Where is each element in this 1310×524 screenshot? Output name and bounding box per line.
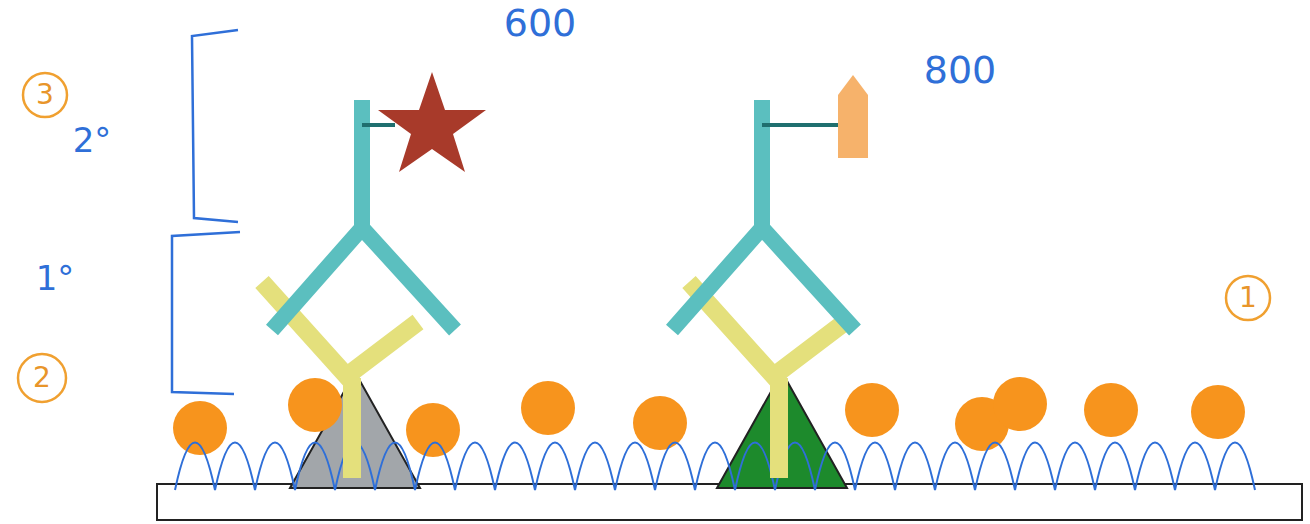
blocking-dot bbox=[845, 383, 899, 437]
blocking-dot bbox=[1191, 385, 1245, 439]
fluorophore-tag bbox=[838, 75, 868, 158]
blocking-dot bbox=[406, 403, 460, 457]
blocking-dot bbox=[1084, 383, 1138, 437]
blocking-dot bbox=[633, 396, 687, 450]
step-number: 3 bbox=[36, 81, 54, 109]
blocking-squiggle bbox=[175, 443, 1255, 491]
primary-antibodies bbox=[262, 282, 845, 478]
fluorophore-star bbox=[378, 72, 486, 172]
secondary-antibodies bbox=[272, 100, 855, 330]
wavelength-label: 800 bbox=[924, 51, 997, 89]
blocking-dot bbox=[173, 401, 227, 455]
step-number: 1 bbox=[1239, 284, 1257, 312]
linker bbox=[362, 123, 395, 127]
blocking-dots bbox=[173, 377, 1245, 457]
bracket bbox=[192, 30, 238, 222]
number-circle bbox=[23, 73, 67, 117]
blocking-dot bbox=[521, 381, 575, 435]
substrate bbox=[157, 484, 1302, 520]
antibody-order: 2° bbox=[73, 123, 112, 157]
number-circle bbox=[18, 354, 66, 402]
bracket bbox=[172, 232, 240, 394]
step-number: 2 bbox=[33, 364, 51, 392]
antibody-order: 1° bbox=[36, 261, 75, 295]
number-circle bbox=[1226, 276, 1270, 320]
secondary-antibody bbox=[672, 100, 855, 330]
wavelength-label: 600 bbox=[504, 4, 577, 42]
linker bbox=[762, 123, 840, 127]
primary-antibody bbox=[689, 282, 845, 478]
blocking-dot bbox=[288, 378, 342, 432]
blocking-dot bbox=[993, 377, 1047, 431]
